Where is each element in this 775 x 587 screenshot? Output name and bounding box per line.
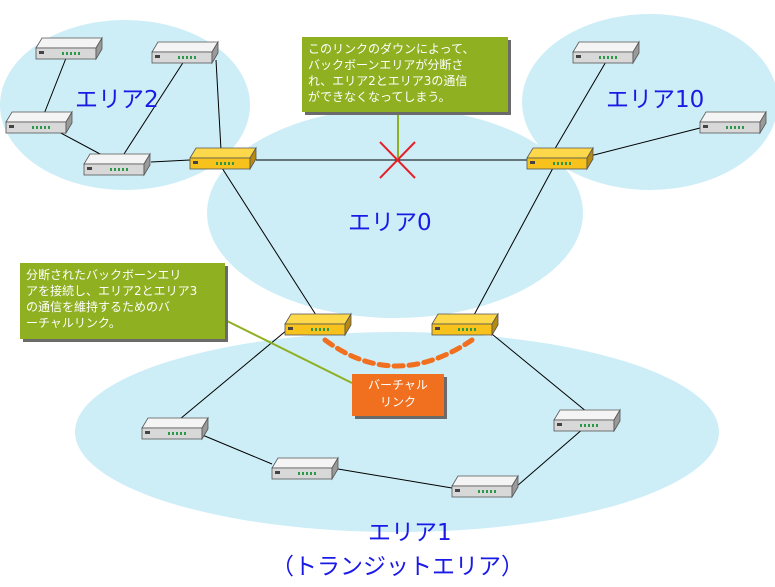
router-icon bbox=[271, 457, 339, 480]
backbone-down-callout: このリンクのダウンによって、 バックボーンエリアが分断さ れ、エリア2とエリア3… bbox=[302, 37, 508, 112]
link bbox=[473, 167, 554, 316]
router-icon bbox=[141, 417, 209, 440]
links bbox=[43, 47, 701, 489]
router-icon bbox=[553, 409, 621, 432]
virtual-link-label-line1: バーチャル bbox=[368, 378, 428, 392]
link bbox=[173, 329, 288, 425]
router-icon bbox=[699, 111, 767, 134]
router-icon bbox=[572, 41, 640, 64]
router-icon bbox=[5, 111, 73, 134]
abr-router-icon bbox=[526, 147, 594, 170]
link bbox=[589, 127, 701, 157]
virtual-link-path bbox=[322, 337, 475, 369]
callout-leader-line bbox=[224, 319, 353, 384]
link bbox=[486, 329, 588, 413]
link bbox=[199, 433, 273, 465]
link bbox=[123, 57, 187, 155]
router-icon bbox=[35, 37, 103, 60]
link bbox=[552, 59, 608, 153]
router-icon bbox=[151, 41, 219, 64]
virtual-link-label: バーチャル リンク bbox=[352, 374, 444, 416]
abr-router-icon bbox=[431, 313, 499, 336]
area2-label: エリア2 bbox=[75, 87, 159, 113]
link-down-cross-icon bbox=[379, 141, 416, 179]
abr-router-icon bbox=[189, 147, 257, 170]
link bbox=[516, 427, 585, 487]
link bbox=[221, 167, 317, 316]
router-icon bbox=[83, 153, 151, 176]
area1-sublabel: （トランジットエリア） bbox=[271, 554, 524, 580]
virtual-link-label-line2: リンク bbox=[379, 395, 416, 409]
area0-label: エリア0 bbox=[348, 210, 432, 236]
area1-label: エリア1 bbox=[368, 520, 452, 546]
area1-region bbox=[75, 332, 719, 532]
router-icon bbox=[451, 475, 519, 498]
area10-label: エリア10 bbox=[606, 87, 705, 113]
abr-router-icon bbox=[284, 313, 352, 336]
virtual-link-callout: 分断されたバックボーンエリ アを接続し、エリア2とエリア3 の通信を維持するため… bbox=[20, 263, 225, 339]
link bbox=[215, 59, 222, 151]
link bbox=[337, 468, 453, 489]
link bbox=[150, 159, 191, 163]
